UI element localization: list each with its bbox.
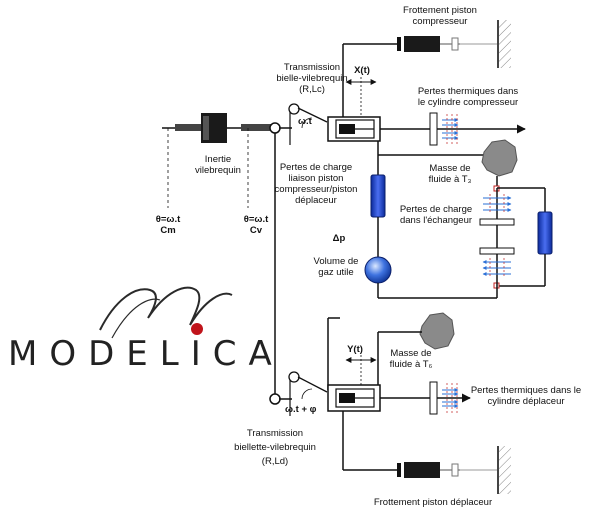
compressor-friction-damper	[343, 20, 511, 68]
bottom-crank-mechanism	[269, 371, 328, 416]
compressor-cylinder	[327, 44, 381, 142]
fluid-mass-t6-blob	[419, 312, 455, 350]
useful-gas-volume	[364, 256, 392, 298]
modelica-logo: MODELICA	[8, 286, 284, 374]
label-y-t: Y(t)	[347, 344, 363, 355]
label-omega-bottom: ω.t + φ	[285, 404, 317, 415]
top-crank-mechanism	[288, 103, 328, 145]
label-delta-p: Δp	[333, 233, 346, 244]
heat-exchanger-loop	[479, 176, 553, 298]
liaison-pressure-loss-pipe	[370, 174, 386, 258]
fluid-mass-t3-blob	[481, 139, 518, 177]
logo-wordmark: MODELICA	[8, 334, 284, 374]
compressor-heat-exchanger	[429, 112, 526, 146]
label-frottement-deplaceur: Frottement piston déplaceur	[374, 497, 492, 508]
crank-joint-top	[269, 122, 281, 134]
label-x-t: X(t)	[354, 65, 370, 76]
displacer-friction-damper	[343, 446, 511, 494]
displacer-cylinder	[327, 317, 381, 470]
label-omega-top: ω.t	[298, 116, 313, 127]
displacer-heat-exchanger	[429, 381, 471, 415]
crankshaft-inertia	[162, 113, 272, 143]
